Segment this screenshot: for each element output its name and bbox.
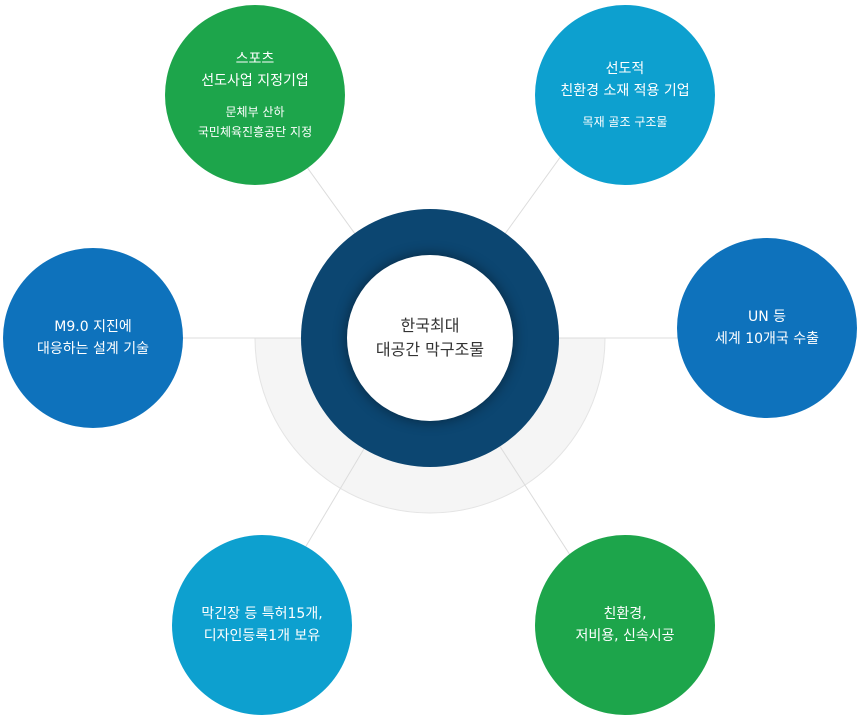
node-subtitle-line: 문체부 산하: [225, 105, 285, 119]
node-eco-material-company: 선도적 친환경 소재 적용 기업 목재 골조 구조물: [535, 5, 715, 185]
node-title-line: 친환경,: [603, 606, 647, 622]
node-title-line: 막긴장 등 특허15개,: [201, 606, 323, 622]
node-title-line: 선도적: [605, 61, 645, 77]
node-patents: 막긴장 등 특허15개, 디자인등록1개 보유: [172, 535, 352, 715]
node-title-line: M9.0 지진에: [54, 319, 132, 335]
node-subtitle-line: 국민체육진흥공단 지정: [197, 125, 313, 139]
node-title-line: 저비용, 신속시공: [575, 628, 675, 644]
node-subtitle-line: 목재 골조 구조물: [582, 115, 668, 129]
center-circle: 한국최대 대공간 막구조물: [347, 255, 513, 421]
node-eco-construction: 친환경, 저비용, 신속시공: [535, 535, 715, 715]
node-title-line: 세계 10개국 수출: [715, 331, 819, 347]
node-earthquake-design: M9.0 지진에 대응하는 설계 기술: [3, 248, 183, 428]
node-export: UN 등 세계 10개국 수출: [677, 238, 857, 418]
center-title-line-1: 한국최대: [400, 316, 460, 335]
node-title-line: 친환경 소재 적용 기업: [560, 83, 690, 99]
node-title-line: 디자인등록1개 보유: [203, 628, 321, 644]
node-title-line: UN 등: [747, 309, 787, 325]
center-title-line-2: 대공간 막구조물: [375, 340, 485, 359]
node-title-line: 선도사업 지정기업: [201, 73, 309, 89]
node-title-line: 스포츠: [235, 51, 275, 67]
node-title-line: 대응하는 설계 기술: [37, 341, 149, 357]
node-sports-leading-company: 스포츠 선도사업 지정기업 문체부 산하 국민체육진흥공단 지정: [165, 5, 345, 185]
